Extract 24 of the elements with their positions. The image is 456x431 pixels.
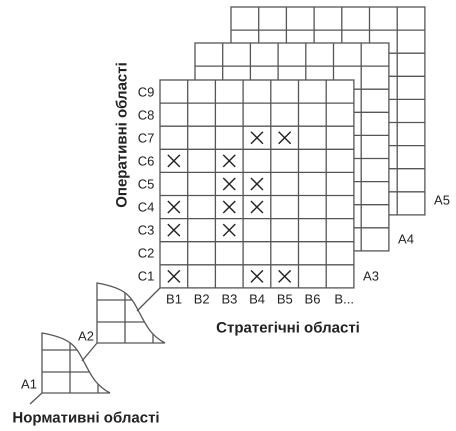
sheet-label: A1	[21, 378, 37, 390]
column-label: B5	[276, 292, 293, 306]
row-label: C2	[138, 246, 154, 260]
row-label: C6	[138, 154, 154, 168]
sheet-label: A5	[434, 194, 450, 206]
column-label: B...	[334, 292, 354, 306]
column-label: B4	[249, 292, 266, 306]
row-label: C3	[138, 224, 154, 237]
row-label: C8	[138, 108, 154, 122]
column-label: B2	[194, 292, 210, 306]
row-label: C1	[138, 270, 154, 283]
row-label: C4	[138, 200, 154, 214]
axis-title: Стратегічні області	[216, 320, 360, 336]
row-label: C5	[138, 177, 154, 190]
sheet-label: A4	[398, 232, 414, 246]
axis-title: Нормативні області	[12, 410, 160, 426]
sheet-label: A2	[78, 330, 94, 342]
row-label: C7	[138, 131, 154, 144]
column-label: B6	[304, 292, 320, 306]
column-label: B3	[221, 292, 238, 306]
sheet-label: A3	[363, 270, 379, 282]
row-label: C9	[138, 85, 154, 98]
axis-title: Оперативні області	[114, 62, 130, 208]
column-label: B1	[166, 292, 182, 306]
